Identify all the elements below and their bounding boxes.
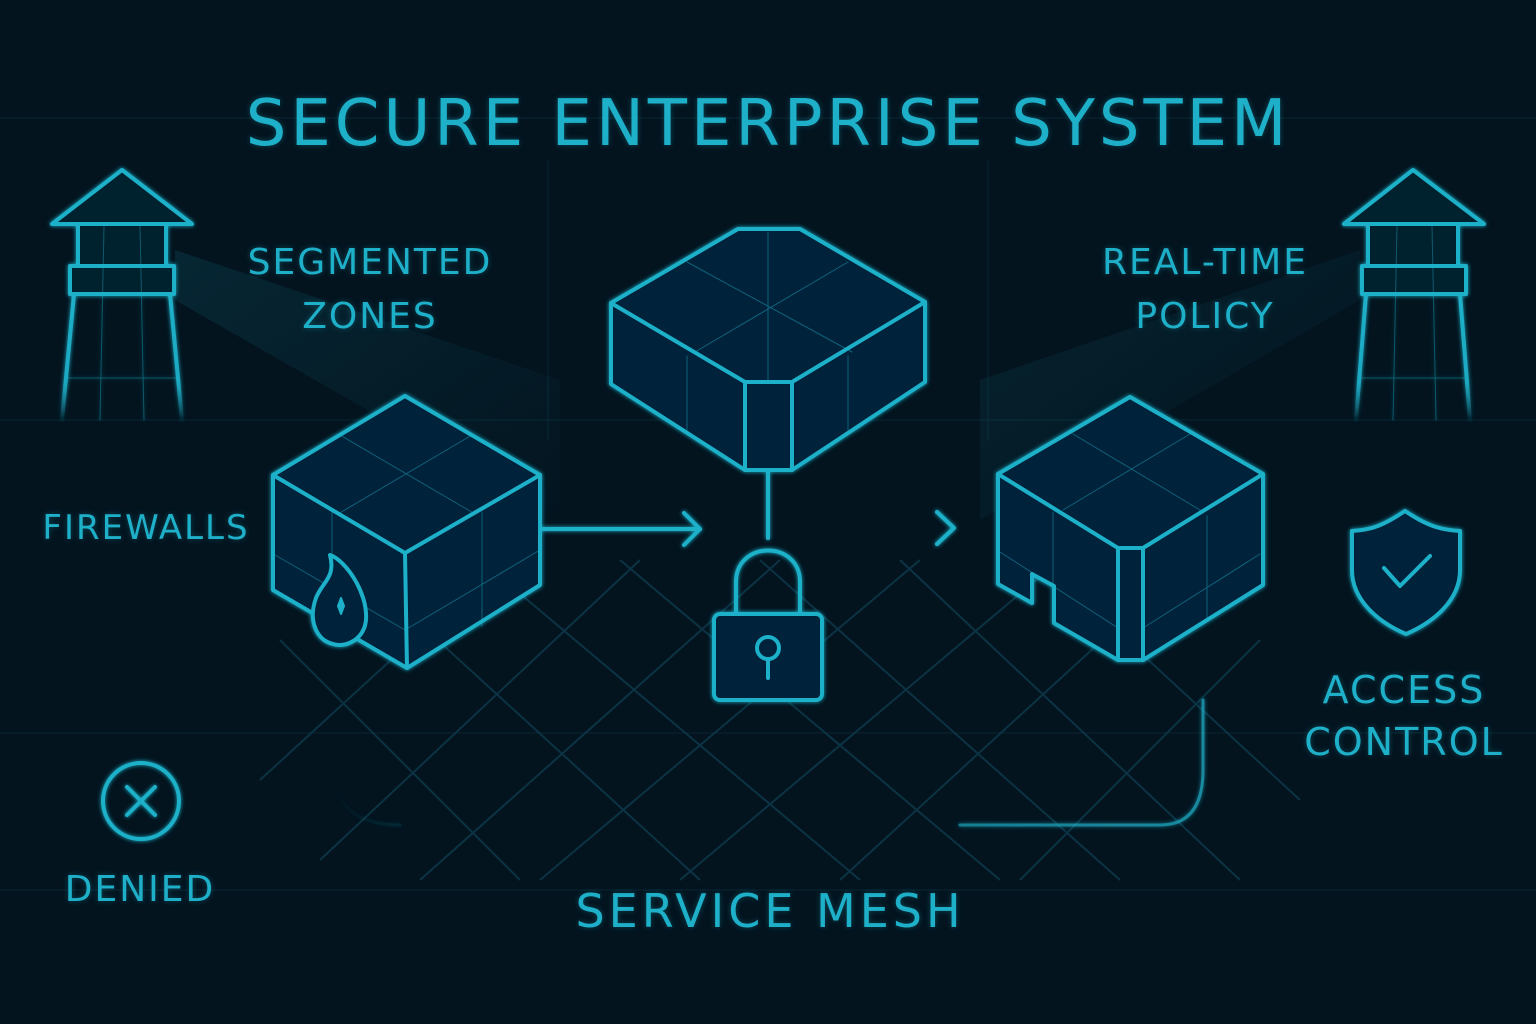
shield-check-icon	[1350, 509, 1462, 636]
service-mesh-loop	[330, 688, 1205, 827]
label-segmented-zones: Segmented Zones	[247, 242, 493, 337]
watchtower-icon	[1342, 168, 1486, 422]
label-service-mesh: Service Mesh	[575, 884, 965, 938]
page-title: Secure Enterprise System	[245, 87, 1291, 161]
label-real-time-policy: Real-Time Policy	[1102, 242, 1308, 337]
label-access-control: Access Control	[1304, 668, 1504, 764]
label-denied: Denied	[64, 869, 216, 910]
central-zone-block[interactable]	[609, 227, 927, 472]
arrow-firewall-to-lock	[538, 511, 702, 547]
arrow-lock-to-policy	[818, 510, 957, 546]
background-grid	[0, 117, 1536, 891]
padlock-icon[interactable]	[712, 548, 824, 702]
x-circle-icon	[101, 761, 181, 841]
label-firewalls: Firewalls	[42, 508, 250, 548]
flame-icon	[310, 553, 369, 647]
watchtower-icon	[50, 168, 194, 422]
policy-cube[interactable]	[996, 395, 1265, 662]
